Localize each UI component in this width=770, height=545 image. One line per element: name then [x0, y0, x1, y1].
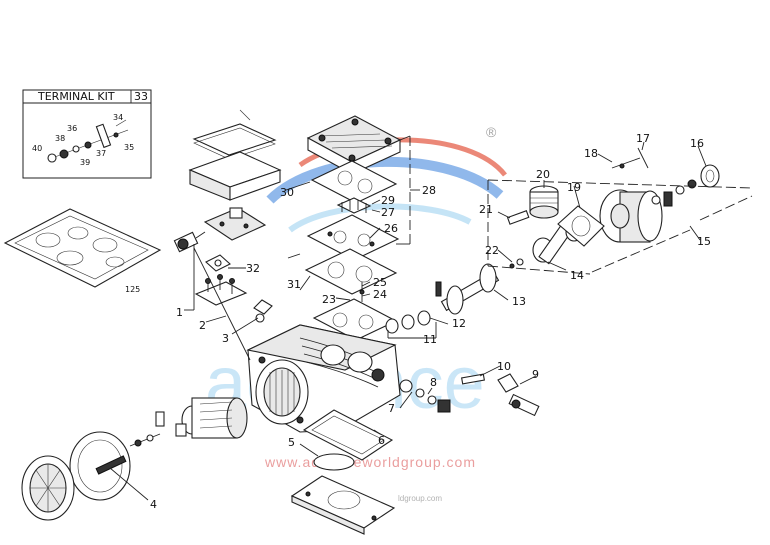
terminal-kit-inset: TERMINAL KIT 33 34 35 36 37 38 39 40	[22, 89, 152, 179]
label-23: 23	[322, 293, 336, 306]
label-21: 21	[479, 203, 493, 216]
cylinder-head	[306, 115, 402, 175]
motor-stator	[181, 397, 248, 439]
label-29: 29	[381, 194, 395, 207]
label-125: 125	[125, 285, 140, 294]
piston-20	[529, 185, 559, 219]
label-18: 18	[584, 147, 598, 160]
label-16: 16	[690, 137, 704, 150]
label-27: 27	[381, 206, 395, 219]
label-4: 4	[150, 498, 157, 511]
watermark-url-small: ldgroup.com	[398, 494, 442, 503]
terminal-studs	[194, 274, 248, 306]
label-8: 8	[430, 376, 437, 389]
parts-7-8	[399, 379, 451, 413]
end-cover-gasket	[69, 431, 131, 501]
suction-reeds	[359, 282, 365, 302]
label-10: 10	[497, 360, 511, 373]
part-9-valve	[497, 373, 540, 417]
terminal-box-cover	[188, 123, 282, 201]
label-28: 28	[422, 184, 436, 197]
label-22: 22	[485, 244, 499, 257]
terminal-kit-number: 33	[134, 90, 148, 103]
label-9: 9	[532, 368, 539, 381]
end-cover	[21, 455, 127, 521]
head-gasket-30	[310, 160, 398, 204]
label-34: 34	[113, 113, 123, 122]
label-36: 36	[67, 124, 77, 133]
piston-pin	[506, 210, 530, 225]
label-39: 39	[80, 158, 90, 167]
label-38: 38	[55, 134, 65, 143]
label-2: 2	[199, 319, 206, 332]
bearing-housing-15	[599, 189, 663, 243]
service-valve	[173, 231, 206, 253]
label-40: 40	[32, 144, 42, 153]
terminal-kit-title: TERMINAL KIT	[37, 90, 115, 103]
bottom-plate	[290, 475, 396, 535]
valve-springs	[336, 197, 372, 214]
label-35: 35	[124, 143, 134, 152]
label-14: 14	[570, 269, 584, 282]
label-6: 6	[378, 434, 385, 447]
label-19: 19	[567, 181, 581, 194]
gasket-set-125: 125	[3, 208, 162, 294]
crankcase	[246, 324, 401, 433]
label-30: 30	[280, 186, 294, 199]
label-11: 11	[423, 333, 437, 346]
label-26: 26	[384, 222, 398, 235]
label-15: 15	[697, 235, 711, 248]
bottom-gasket-6	[302, 409, 394, 461]
oil-pump-parts	[129, 411, 187, 447]
label-5: 5	[288, 436, 295, 449]
terminal-plate	[203, 207, 267, 241]
small-parts-2-3	[253, 299, 273, 323]
label-25: 25	[373, 276, 387, 289]
label-7: 7	[388, 402, 395, 415]
label-12: 12	[452, 317, 466, 330]
bearings-11-12	[385, 310, 431, 334]
gasket-19	[557, 205, 605, 247]
valve-plate-26	[306, 214, 400, 261]
watermark-url: www.advanceworldgroup.com	[264, 454, 476, 470]
label-31: 31	[287, 278, 301, 291]
label-24: 24	[373, 288, 387, 301]
callout-labels: 1 2 3 4 5 6 7 8 9 10 11 12 13 14 15 16 1…	[150, 132, 711, 511]
registered-mark: ®	[486, 124, 497, 140]
valve-plate-gasket-31	[304, 248, 398, 295]
label-32: 32	[246, 262, 260, 275]
leader-lines	[109, 109, 753, 501]
crankshaft-13	[435, 263, 500, 315]
label-1: 1	[176, 306, 183, 319]
part-10-bolt	[461, 373, 485, 385]
label-13: 13	[512, 295, 526, 308]
o-ring-5	[313, 453, 355, 471]
label-20: 20	[536, 168, 550, 181]
label-17: 17	[636, 132, 650, 145]
valve-flange-32	[205, 254, 231, 272]
label-37: 37	[96, 149, 106, 158]
label-3: 3	[222, 332, 229, 345]
